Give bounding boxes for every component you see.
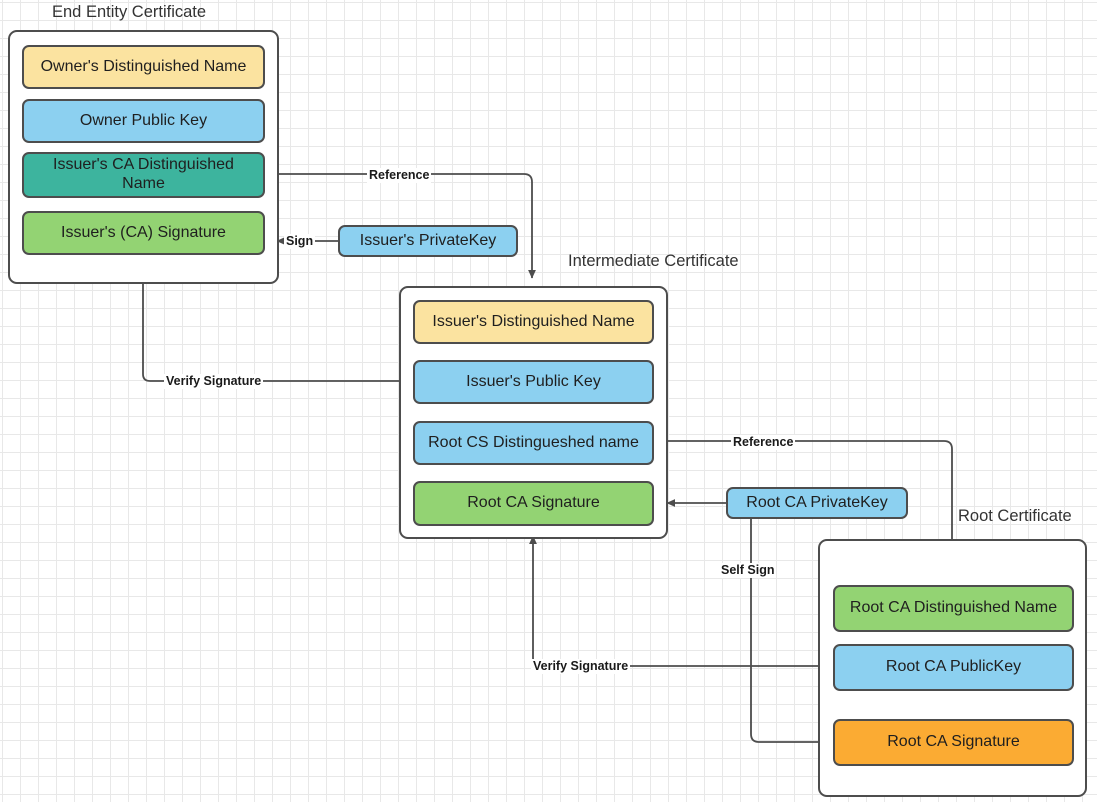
edge-reference-end-to-intermediate (264, 173, 536, 279)
edge-label-verify-end: Verify Signature (164, 374, 264, 389)
edge-label-reference-end: Reference (367, 168, 432, 183)
edge-verify-end (139, 264, 413, 382)
cert-row-owner-dn: Owner's Distinguished Name (22, 45, 265, 89)
cert-row-root-ca-public-key: Root CA PublicKey (833, 644, 1074, 691)
edge-reference-intermediate-to-root (655, 440, 956, 579)
cert-row-label: Root CA PublicKey (885, 658, 1022, 676)
cert-row-label: Root CA Signature (467, 494, 600, 512)
cert-row-label: Issuer's CA Distinguished Name (53, 156, 234, 192)
cert-label-root: Root Certificate (958, 507, 1072, 525)
cert-label-intermediate: Intermediate Certificate (568, 252, 739, 270)
edge-label-reference-root: Reference (731, 435, 796, 450)
key-label: Issuer's PrivateKey (359, 231, 497, 249)
cert-row-label: Issuer's Distinguished Name (432, 312, 635, 330)
cert-row-issuer-ca-signature: Issuer's (CA) Signature (22, 211, 265, 255)
cert-row-root-cs-dn: Root CS Distingueshed name (413, 421, 654, 465)
edge-label-sign-end: Sign (284, 234, 316, 249)
cert-row-label: Owner Public Key (79, 111, 208, 129)
cert-row-root-ca-signature-intermediate: Root CA Signature (413, 481, 654, 526)
edge-verify-intermediate (529, 535, 832, 667)
cert-row-root-ca-signature: Root CA Signature (833, 719, 1074, 766)
key-root-ca-privatekey: Root CA PrivateKey (726, 487, 908, 519)
cert-row-label: Root CA Signature (887, 733, 1020, 751)
cert-row-issuer-public-key: Issuer's Public Key (413, 360, 654, 404)
cert-row-label: Issuer's (CA) Signature (61, 223, 226, 241)
cert-row-issuer-dn: Issuer's Distinguished Name (413, 300, 654, 344)
key-issuers-privatekey: Issuer's PrivateKey (338, 225, 518, 257)
key-label: Root CA PrivateKey (746, 493, 888, 511)
cert-row-issuer-ca-dn: Issuer's CA Distinguished Name (22, 152, 265, 198)
cert-row-owner-public-key: Owner Public Key (22, 99, 265, 143)
cert-label-end-entity: End Entity Certificate (52, 3, 207, 21)
cert-row-label: Owner's Distinguished Name (40, 57, 247, 75)
cert-row-label: Root CA Distinguished Name (849, 599, 1058, 617)
edge-label-verify-intermediate: Verify Signature (531, 659, 631, 674)
cert-row-root-ca-dn: Root CA Distinguished Name (833, 585, 1074, 632)
edge-label-self-sign: Self Sign (719, 563, 777, 578)
cert-row-label: Root CS Distingueshed name (428, 433, 639, 451)
cert-row-label: Issuer's Public Key (466, 372, 601, 390)
edge-self-sign (750, 519, 827, 746)
